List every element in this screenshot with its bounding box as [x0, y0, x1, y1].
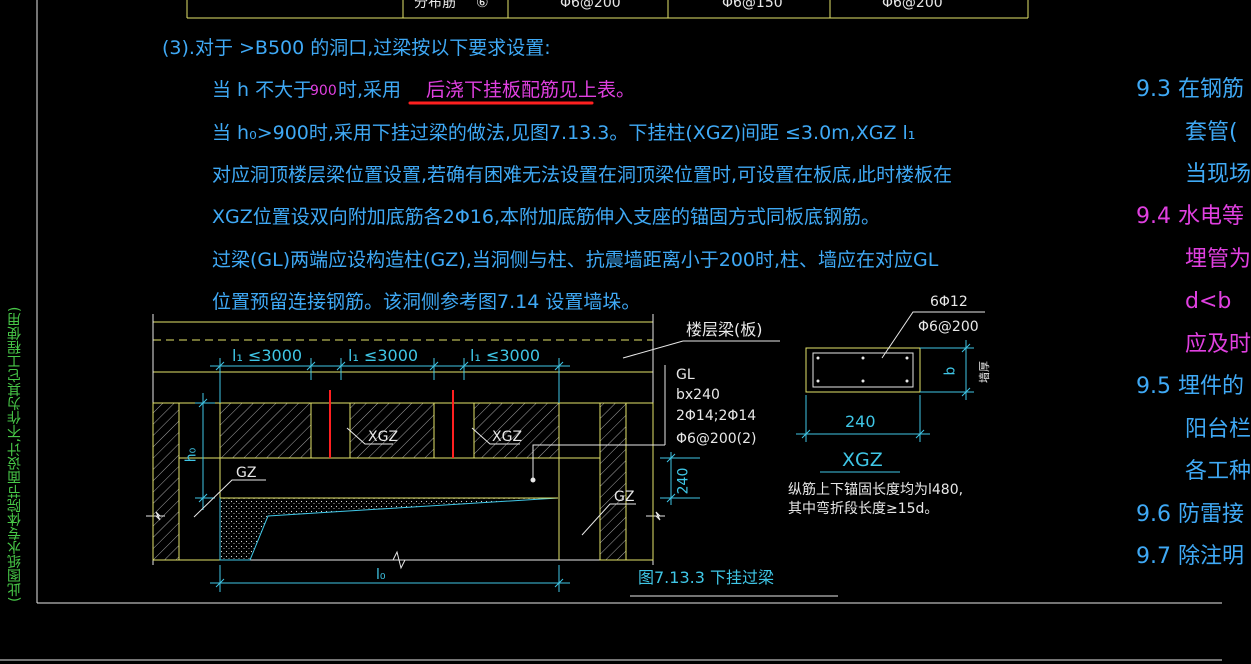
cad-drawing-canvas: [0, 0, 1222, 661]
section-width: 240: [845, 412, 876, 431]
gl-stirrup: Φ6@200(2): [676, 431, 757, 447]
right-note-9-5-b: 各工种: [1185, 459, 1251, 484]
gl-label: GL: [676, 367, 695, 383]
xgz-section: [796, 311, 985, 473]
drawing-frame: [0, 0, 1222, 661]
right-note-9-4-b: d<b: [1185, 289, 1232, 314]
section-b-label: b: [942, 366, 959, 376]
gl-rebar: 2Φ14;2Φ14: [676, 408, 757, 424]
span-label-2: l₁ ≤3000: [348, 346, 419, 365]
right-note-9-6: 9.6 防雷接: [1136, 502, 1244, 527]
right-note-9-4-c: 应及时: [1185, 332, 1251, 357]
table-cell-value: Φ6@200: [560, 0, 621, 11]
item3-heading: (3).对于 >B500 的洞口,过梁按以下要求设置:: [162, 37, 551, 59]
section-note-1: 纵筋上下锚固长度均为l480,: [788, 482, 964, 498]
section-top-bars: 6Φ12: [930, 294, 968, 310]
top-table: [186, 0, 1029, 19]
note-line5: 过梁(GL)两端应设构造柱(GZ),当洞侧与柱、抗震墙距离小于200时,柱、墙应…: [212, 249, 939, 271]
note-line3: 对应洞顶楼层梁位置设置,若确有困难无法设置在洞顶梁位置时,可设置在板底,此时楼板…: [212, 164, 953, 186]
span-label-3: l₁ ≤3000: [470, 346, 541, 365]
xgz-label-2: XGZ: [492, 429, 523, 445]
figure-caption: 图7.13.3 下挂过梁: [638, 568, 774, 587]
lintel-elevation: [146, 314, 838, 597]
right-note-9-5: 9.5 埋件的: [1136, 374, 1244, 399]
right-note-9-4: 9.4 水电等: [1136, 204, 1244, 229]
floor-beam-label: 楼层梁(板): [686, 320, 763, 339]
section-stirrup: Φ6@200: [918, 319, 979, 335]
h0-label: h₀: [183, 447, 200, 463]
right-note-9-4-a: 埋管为: [1185, 247, 1251, 272]
right-note-9-3: 9.3 在钢筋: [1136, 77, 1244, 102]
table-cell-value: Φ6@150: [722, 0, 783, 11]
note-line4: XGZ位置设双向附加底筋各2Φ16,本附加底筋伸入支座的锚固方式同板底钢筋。: [212, 206, 881, 228]
table-cell-label: 分布筋: [414, 0, 456, 11]
span-label-1: l₁ ≤3000: [232, 346, 303, 365]
dim-240-vertical: 240: [675, 467, 692, 495]
note-line1-value: 900: [310, 83, 337, 99]
l0-label: l₀: [376, 567, 386, 583]
section-title: XGZ: [842, 449, 883, 471]
gl-size: bx240: [676, 387, 720, 403]
right-note-9-7: 9.7 除注明: [1136, 544, 1244, 569]
section-wall-note: 墙厚: [978, 361, 991, 383]
section-note-2: 其中弯折段长度≥15d。: [788, 501, 939, 517]
note-line1-a: 当 h 不大于: [212, 79, 313, 101]
note-line1-highlight: 后浇下挂板配筋见上表。: [426, 79, 636, 101]
xgz-label-1: XGZ: [368, 429, 399, 445]
note-line6: 位置预留连接钢筋。该洞侧参考图7.14 设置墙垛。: [212, 291, 641, 313]
right-note-9-3-b: 当现场: [1185, 162, 1251, 187]
table-cell-value: Φ6@200: [882, 0, 943, 11]
table-cell-mark: ⑥: [476, 0, 489, 11]
right-note-9-5-a: 阳台栏: [1185, 417, 1251, 442]
note-line2: 当 h₀>900时,采用下挂过梁的做法,见图7.13.3。下挂柱(XGZ)间距 …: [212, 122, 916, 144]
right-note-9-3-a: 套管(: [1185, 120, 1238, 145]
side-vertical-note: (此图纸水专体院节面设计,不作为其它工程使用): [7, 306, 23, 602]
gz-label-left: GZ: [236, 465, 257, 481]
note-line1-c: 时,采用: [338, 79, 402, 101]
gz-label-right: GZ: [614, 489, 635, 505]
